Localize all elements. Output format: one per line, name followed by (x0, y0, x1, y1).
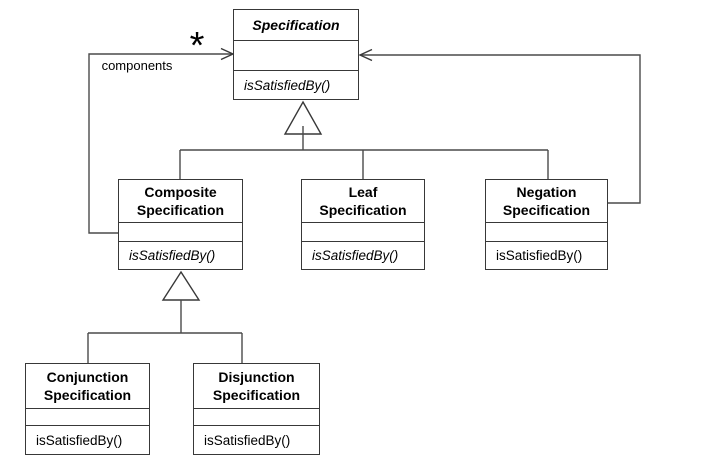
name-compartment: Composite Specification (119, 180, 242, 222)
method-label: isSatisfiedBy() (129, 248, 216, 263)
class-name-line1: Leaf (348, 184, 378, 200)
open-arrowhead-icon (358, 48, 373, 62)
method-label: isSatisfiedBy() (496, 248, 583, 263)
class-box-composite-specification: Composite Specification isSatisfiedBy() (118, 179, 243, 270)
class-name-line2: Specification (502, 202, 591, 218)
class-name-line2: Specification (212, 387, 301, 403)
class-name-line1: Negation (516, 184, 577, 200)
class-box-conjunction-specification: Conjunction Specification isSatisfiedBy(… (25, 363, 150, 455)
class-box-leaf-specification: Leaf Specification isSatisfiedBy() (301, 179, 425, 270)
class-name: Specification (252, 17, 340, 33)
method-label: isSatisfiedBy() (244, 77, 331, 93)
attributes-compartment (302, 222, 424, 241)
name-compartment: Negation Specification (486, 180, 607, 222)
methods-compartment: isSatisfiedBy() (194, 425, 319, 454)
association-components-line (88, 53, 232, 234)
name-compartment: Specification (234, 10, 358, 40)
association-multiplicity-label: * (190, 25, 205, 67)
methods-compartment: isSatisfiedBy() (119, 241, 242, 269)
attributes-compartment (119, 222, 242, 241)
methods-compartment: isSatisfiedBy() (234, 70, 358, 99)
class-name-line2: Specification (43, 387, 132, 403)
attributes-compartment (26, 408, 149, 425)
class-name-line2: Specification (319, 202, 407, 218)
name-compartment: Leaf Specification (302, 180, 424, 222)
association-negation-line (361, 54, 641, 204)
name-compartment: Conjunction Specification (26, 364, 149, 408)
methods-compartment: isSatisfiedBy() (26, 425, 149, 454)
method-label: isSatisfiedBy() (204, 432, 291, 448)
name-compartment: Disjunction Specification (194, 364, 319, 408)
method-label: isSatisfiedBy() (36, 432, 123, 448)
methods-compartment: isSatisfiedBy() (302, 241, 424, 269)
class-name-line1: Composite (144, 184, 217, 200)
attributes-compartment (486, 222, 607, 241)
methods-compartment: isSatisfiedBy() (486, 241, 607, 269)
class-name-line1: Conjunction (46, 369, 129, 385)
generalization-triangle-icon (161, 270, 201, 301)
class-box-specification: Specification isSatisfiedBy() (233, 9, 359, 100)
association-role-label: components (102, 58, 173, 73)
method-label: isSatisfiedBy() (312, 248, 399, 263)
class-box-negation-specification: Negation Specification isSatisfiedBy() (485, 179, 608, 270)
attributes-compartment (234, 40, 358, 70)
class-name-line1: Disjunction (218, 369, 295, 385)
class-name-line2: Specification (136, 202, 225, 218)
class-box-disjunction-specification: Disjunction Specification isSatisfiedBy(… (193, 363, 320, 455)
attributes-compartment (194, 408, 319, 425)
